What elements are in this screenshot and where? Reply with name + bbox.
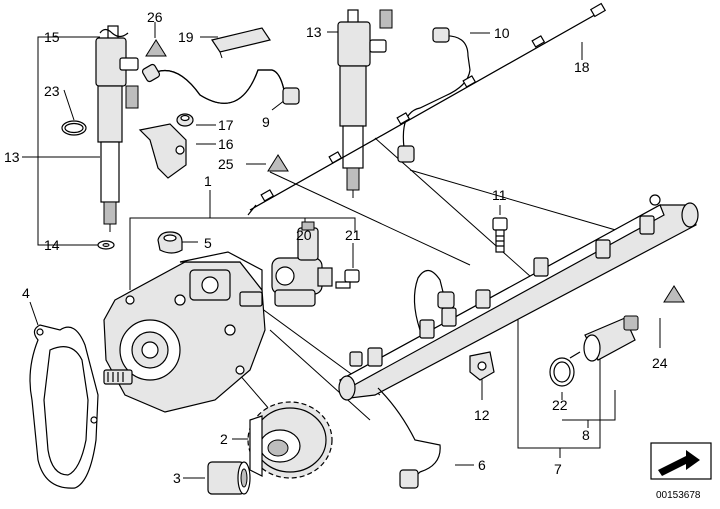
injector-right [337, 9, 393, 198]
callout-10: 10 [494, 25, 510, 41]
warning-triangle-icon [663, 285, 685, 303]
callout-2: 2 [220, 431, 228, 447]
callout-7: 7 [554, 461, 562, 477]
gasket-4 [29, 324, 99, 489]
warning-triangle-icon [267, 154, 289, 172]
nut-17 [176, 113, 194, 127]
callout-13-right: 13 [306, 24, 322, 40]
sprocket-2 [247, 401, 333, 479]
callout-19: 19 [178, 29, 194, 45]
callout-4: 4 [22, 285, 30, 301]
callout-20: 20 [296, 227, 312, 243]
callout-23: 23 [44, 83, 60, 99]
callout-25: 25 [218, 156, 234, 172]
o-ring-23 [61, 120, 87, 136]
bracket-16 [138, 123, 187, 179]
callout-11: 11 [492, 187, 507, 203]
feed-line [413, 269, 455, 331]
callout-24: 24 [652, 355, 668, 371]
fuel-line-10 [397, 27, 471, 163]
clamp-12 [469, 351, 495, 381]
reference-code: 00153678 [656, 490, 701, 501]
sleeve-nut-3 [207, 461, 251, 495]
leak-off-hose-18 [247, 2, 607, 216]
reference-logo [650, 442, 712, 480]
callout-8: 8 [582, 427, 590, 443]
sleeve-19 [211, 27, 271, 59]
high-pressure-pump [103, 251, 266, 413]
callout-18: 18 [574, 59, 590, 75]
injector-left [95, 25, 139, 232]
bolt-11 [492, 217, 508, 253]
pressure-valve-20 [271, 221, 333, 307]
seal-cap-5 [157, 231, 183, 254]
o-ring-22 [549, 357, 575, 387]
callout-9: 9 [262, 114, 270, 130]
warning-triangle-icon [145, 39, 167, 57]
callout-21: 21 [345, 227, 361, 243]
callout-15: 15 [44, 29, 60, 45]
callout-12: 12 [474, 407, 490, 423]
clip-15 [99, 28, 129, 38]
callout-16: 16 [218, 136, 234, 152]
bolt-21 [335, 269, 360, 289]
callout-6: 6 [478, 457, 486, 473]
common-rail [338, 194, 699, 401]
callout-3: 3 [173, 470, 181, 486]
callout-13: 13 [4, 149, 20, 165]
callout-17: 17 [218, 117, 234, 133]
callout-5: 5 [204, 235, 212, 251]
callout-26: 26 [147, 9, 163, 25]
fuel-line-9 [141, 63, 300, 105]
callout-22: 22 [552, 397, 568, 413]
return-line-6 [377, 387, 441, 489]
pressure-sensor-8 [569, 315, 639, 362]
callout-14: 14 [44, 237, 60, 253]
callout-1: 1 [204, 173, 212, 189]
